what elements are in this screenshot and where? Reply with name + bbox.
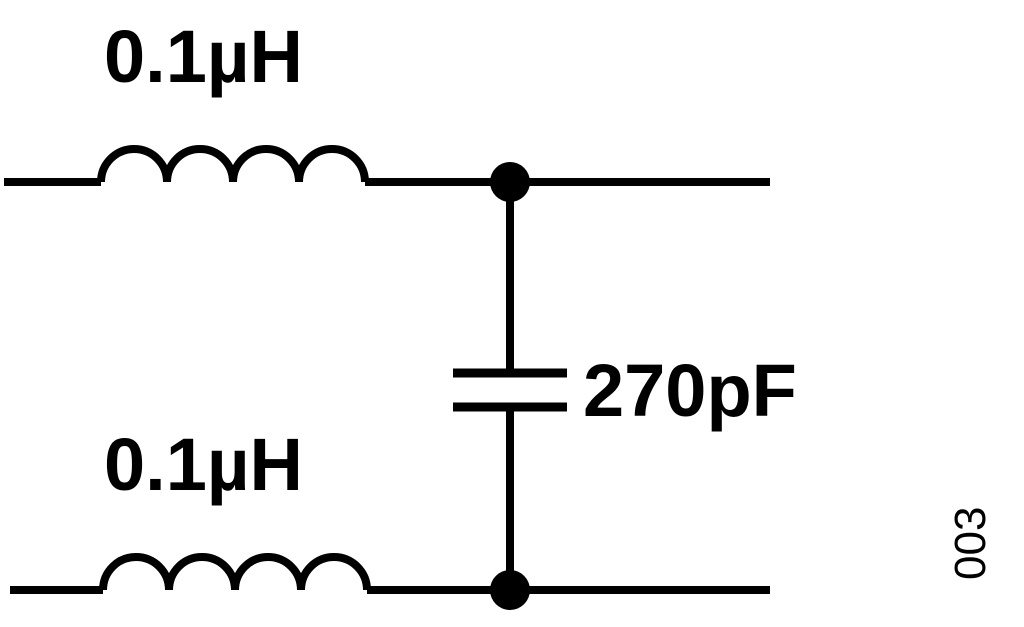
bottom-inductor-label: 0.1µH bbox=[104, 423, 303, 506]
junction-dot-top bbox=[490, 162, 530, 202]
top-inductor-coil bbox=[97, 145, 369, 183]
junction-dot-bottom bbox=[490, 570, 530, 610]
top-inductor-label: 0.1µH bbox=[104, 15, 303, 98]
figure-code: 003 bbox=[946, 507, 995, 580]
capacitor-label: 270pF bbox=[583, 349, 797, 432]
bottom-inductor-coil bbox=[99, 553, 371, 591]
